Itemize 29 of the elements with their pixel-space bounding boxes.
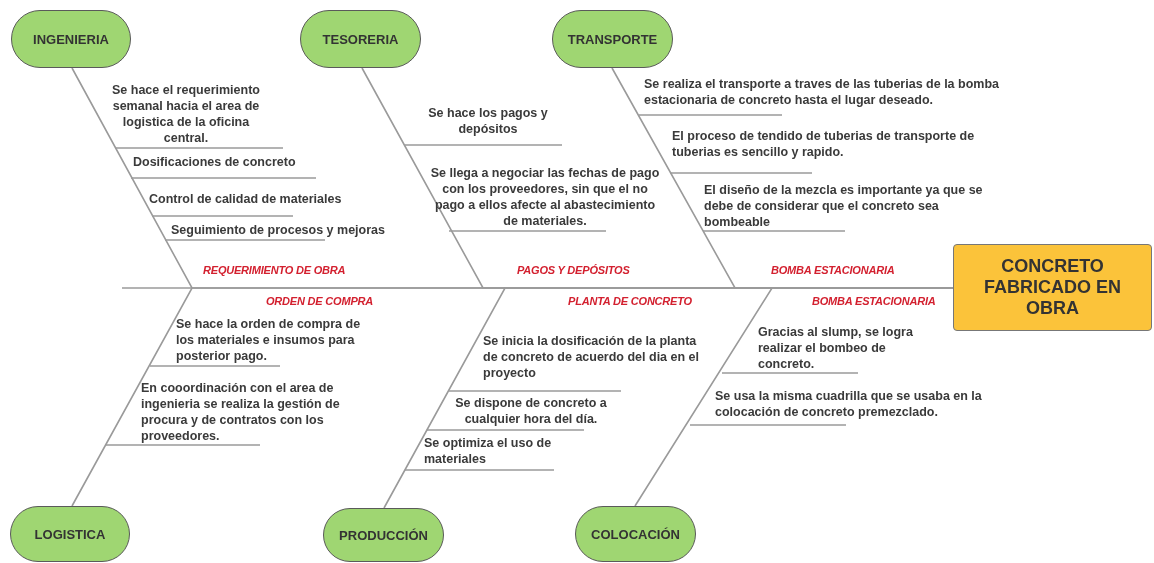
cause-text: Se hace la orden de compra de los materiales e insumos para posterior pago. — [176, 316, 362, 364]
category-pill: COLOCACIÓN — [575, 506, 696, 562]
cause-text: Dosificaciones de concreto — [133, 154, 297, 170]
cause-text: Se usa la misma cuadrilla que se usaba en la colocación de concreto premezclado. — [715, 388, 983, 420]
category-pill: LOGISTICA — [10, 506, 130, 562]
cause-text: Se llega a negociar las fechas de pago con los proveedores, sin que el no pago a ellos afecte al abastecimiento de materiales. — [429, 165, 661, 229]
cause-text: El diseño de la mezcla es importante ya que se debe de considerar que el concreto sea bombeable — [704, 182, 984, 230]
category-pill: PRODUCCIÓN — [323, 508, 444, 562]
cause-text: Se inicia la dosificación de la planta de concreto de acuerdo del dia en el proyecto — [483, 333, 701, 381]
cause-text: Se hace el requerimiento semanal hacia el area de logistica de la oficina central. — [111, 82, 261, 146]
branch-title: BOMBA ESTACIONARIA — [812, 295, 936, 307]
cause-text: Gracias al slump, se logra realizar el bombeo de concreto. — [758, 324, 914, 372]
category-pill: TRANSPORTE — [552, 10, 673, 68]
cause-text: Se realiza el transporte a traves de las tuberias de la bomba estacionaria de concreto hasta el lugar deseado. — [644, 76, 1000, 108]
branch-title: BOMBA ESTACIONARIA — [771, 264, 895, 276]
branch-title: ORDEN DE COMPRA — [266, 295, 373, 307]
cause-text: Seguimiento de procesos y mejoras — [171, 222, 386, 238]
cause-text: Se dispone de concreto a cualquier hora del día. — [454, 395, 608, 427]
cause-text: El proceso de tendido de tuberias de transporte de tuberias es sencillo y rapido. — [672, 128, 976, 160]
branch-title: PAGOS Y DEPÓSITOS — [517, 264, 630, 276]
category-pill: TESORERIA — [300, 10, 421, 68]
category-pill: INGENIERIA — [11, 10, 131, 68]
cause-text: Se hace los pagos y depósitos — [427, 105, 549, 137]
branch-title: REQUERIMIENTO DE OBRA — [203, 264, 346, 276]
branch-title: PLANTA DE CONCRETO — [568, 295, 692, 307]
cause-text: Control de calidad de materiales — [149, 191, 343, 207]
cause-text: Se optimiza el uso de materiales — [424, 435, 553, 467]
cause-text: En cooordinación con el area de ingenieria se realiza la gestión de procura y de contratos con los proveedores. — [141, 380, 341, 444]
effect-box: CONCRETO FABRICADO EN OBRA — [953, 244, 1152, 331]
